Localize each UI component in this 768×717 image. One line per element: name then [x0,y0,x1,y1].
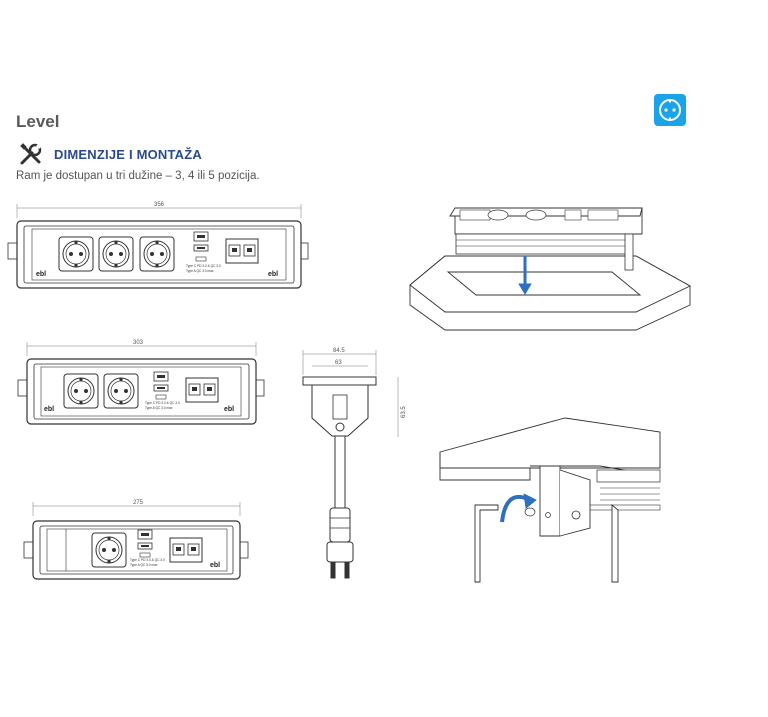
tools-icon [20,143,42,165]
socket-icon [659,99,681,121]
brand-logo: ebl [36,271,46,278]
usb-spec-2: Type A QC 3.0 max [130,563,158,567]
width-label: 303 [133,340,144,346]
width-label: 356 [154,202,165,208]
width-label: 275 [133,500,144,506]
brand-logo: ebl [268,271,278,278]
brand-logo: ebl [224,406,234,413]
unit-1-socket-drawing: 275 Type C PD 3.0 & QC 3.0 Type A QC 3.0… [23,500,249,580]
mounting-drawing [439,417,661,583]
unit-3-sockets-drawing: 356 Type C PD 3.0 & QC 3.0 Type A QC 3.0… [7,202,309,289]
page-title: Level [16,112,60,131]
dim-height: 63.5 [401,406,407,418]
install-drawing [409,207,691,331]
section-header: DIMENZIJE I MONTAŽA [18,141,202,167]
side-view-drawing: 84.5 63 63.5 [302,348,407,579]
brand-logo: ebl [210,562,220,569]
dim-top: 84.5 [333,348,345,354]
usb-spec-1: Type C PD 3.0 & QC 3.0 [186,264,221,268]
usb-spec-2: Type A QC 3.0 max [145,406,173,410]
socket-badge [654,94,686,126]
usb-spec-2: Type A QC 3.0 max [186,269,214,273]
usb-spec-1: Type C PD 3.0 & QC 3.0 [130,558,165,562]
usb-spec-1: Type C PD 3.0 & QC 3.0 [145,401,180,405]
description: Ram je dostupan u tri dužine – 3, 4 ili … [16,170,260,182]
section-heading: DIMENZIJE I MONTAŽA [54,146,202,162]
brand-logo: ebl [44,406,54,413]
unit-2-sockets-drawing: 303 Type C PD 3.0 & QC 3.0 Type A QC 3.0… [17,340,265,425]
dim-inner: 63 [335,360,342,366]
